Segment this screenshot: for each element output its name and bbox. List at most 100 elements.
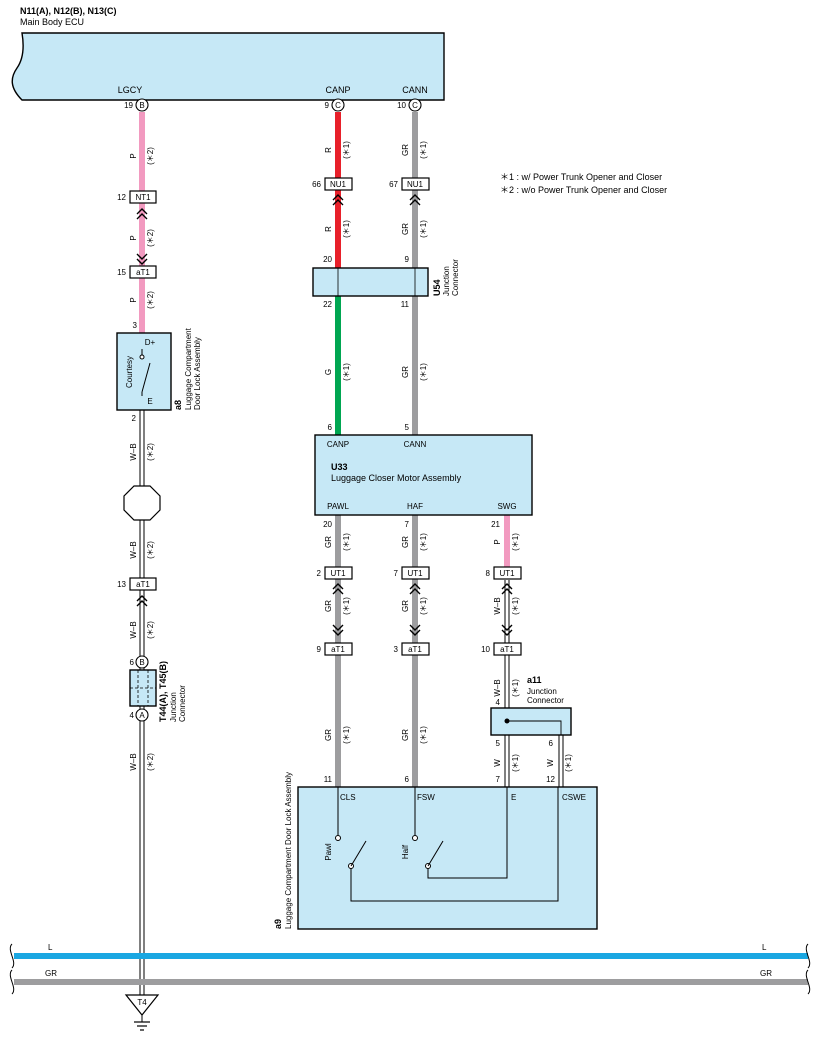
svg-text:W–B: W–B <box>129 753 138 770</box>
connector-at1-3: aT1 <box>408 645 422 654</box>
svg-text:W: W <box>546 759 555 767</box>
svg-text:3: 3 <box>133 321 138 330</box>
svg-text:G: G <box>324 369 333 375</box>
svg-text:22: 22 <box>323 300 332 309</box>
svg-text:Junction: Junction <box>527 687 557 696</box>
svg-text:10: 10 <box>481 645 490 654</box>
svg-text:GR: GR <box>324 729 333 741</box>
svg-text:5: 5 <box>405 423 410 432</box>
svg-text:E: E <box>147 397 152 406</box>
svg-text:(＊2): (＊2) <box>146 621 155 639</box>
svg-text:20: 20 <box>323 520 332 529</box>
u33-motor-assembly: CANP CANN U33 Luggage Closer Motor Assem… <box>314 434 533 516</box>
connector-nu1-67: NU1 <box>407 180 424 189</box>
svg-text:P: P <box>129 297 138 302</box>
svg-text:GR: GR <box>401 536 410 548</box>
connector-at1-15: aT1 <box>136 268 150 277</box>
svg-text:GR: GR <box>401 223 410 235</box>
svg-text:Connector: Connector <box>527 696 564 705</box>
svg-text:Connector: Connector <box>178 685 187 722</box>
svg-text:(＊2): (＊2) <box>146 147 155 165</box>
bus-gr-right: GR <box>760 969 772 978</box>
svg-text:9: 9 <box>405 255 410 264</box>
svg-text:A: A <box>139 711 145 720</box>
a8-switch-label: Courtesy <box>125 356 134 388</box>
a8-id: a8 <box>173 400 183 410</box>
svg-text:7: 7 <box>394 569 399 578</box>
svg-text:4: 4 <box>130 711 135 720</box>
svg-text:W–B: W–B <box>129 443 138 460</box>
u33-id: U33 <box>331 462 348 472</box>
bus-l-left: L <box>48 943 53 952</box>
svg-text:GR: GR <box>401 729 410 741</box>
svg-text:CANP: CANP <box>327 440 349 449</box>
svg-text:E: E <box>511 793 516 802</box>
svg-text:12: 12 <box>546 775 555 784</box>
svg-text:B: B <box>139 658 144 667</box>
ecu-pins: B 19 C 9 C 10 <box>124 98 422 112</box>
svg-text:(＊2): (＊2) <box>146 753 155 771</box>
connector-at1-9: aT1 <box>331 645 345 654</box>
svg-text:13: 13 <box>117 580 126 589</box>
svg-text:7: 7 <box>405 520 410 529</box>
bus-l-right: L <box>762 943 767 952</box>
svg-text:GR: GR <box>401 600 410 612</box>
svg-text:D+: D+ <box>145 338 156 347</box>
connector-ut1-7: UT1 <box>407 569 423 578</box>
svg-text:(＊1): (＊1) <box>511 533 520 551</box>
svg-text:Luggage Compartment: Luggage Compartment <box>184 327 193 410</box>
svg-text:HAF: HAF <box>407 502 423 511</box>
a9-name: Luggage Compartment Door Lock Assembly <box>284 772 293 929</box>
connector-ut1-8: UT1 <box>499 569 515 578</box>
svg-text:6: 6 <box>405 775 410 784</box>
lgcy-branch: P (＊2) P (＊2) P (＊2) NT1 12 aT1 15 3 D+ … <box>116 147 202 1031</box>
svg-text:(＊2): (＊2) <box>146 541 155 559</box>
ground-label: T4 <box>137 998 147 1007</box>
svg-text:P: P <box>493 539 502 544</box>
svg-text:(＊2): (＊2) <box>146 291 155 309</box>
svg-text:(＊1): (＊1) <box>342 533 351 551</box>
svg-text:GR: GR <box>324 600 333 612</box>
u54-id: U54 <box>432 279 442 296</box>
svg-text:(＊1): (＊1) <box>419 726 428 744</box>
pin-19: 19 <box>124 101 133 110</box>
ecu-pin-canp: CANP <box>325 85 350 95</box>
svg-text:66: 66 <box>312 180 321 189</box>
u33-outputs: 20 7 21 GR (＊1) GR (＊1) P (＊1) UT1 2 UT1… <box>317 520 573 784</box>
svg-text:6: 6 <box>328 423 333 432</box>
svg-text:GR: GR <box>401 144 410 156</box>
svg-text:P: P <box>129 235 138 240</box>
svg-text:6: 6 <box>549 739 554 748</box>
svg-text:Junction: Junction <box>442 266 451 296</box>
svg-text:(＊1): (＊1) <box>342 220 351 238</box>
svg-text:(＊1): (＊1) <box>564 754 573 772</box>
svg-text:Junction: Junction <box>169 692 178 722</box>
svg-text:9: 9 <box>317 645 322 654</box>
bus-gr-left: GR <box>45 969 57 978</box>
svg-text:GR: GR <box>324 536 333 548</box>
svg-text:15: 15 <box>117 268 126 277</box>
svg-text:7: 7 <box>496 775 501 784</box>
ecu-pin-lgcy: LGCY <box>118 85 143 95</box>
svg-text:2: 2 <box>317 569 322 578</box>
svg-text:(＊1): (＊1) <box>511 679 520 697</box>
svg-text:(＊1): (＊1) <box>511 597 520 615</box>
svg-text:C: C <box>335 101 341 110</box>
notes: ＊1 : w/ Power Trunk Opener and Closer ＊2… <box>500 172 667 195</box>
svg-text:Connector: Connector <box>451 259 460 296</box>
svg-text:21: 21 <box>491 520 500 529</box>
pin-9: 9 <box>325 101 330 110</box>
svg-text:4: 4 <box>496 698 501 707</box>
svg-text:(＊1): (＊1) <box>419 141 428 159</box>
pin-10: 10 <box>397 101 406 110</box>
svg-text:67: 67 <box>389 180 398 189</box>
svg-text:(＊2): (＊2) <box>146 229 155 247</box>
svg-text:W–B: W–B <box>493 597 502 614</box>
svg-text:P: P <box>129 153 138 158</box>
svg-text:(＊1): (＊1) <box>342 141 351 159</box>
svg-text:5: 5 <box>496 739 501 748</box>
svg-text:(＊1): (＊1) <box>419 363 428 381</box>
ecu-name: Main Body ECU <box>20 17 84 27</box>
svg-text:11: 11 <box>324 775 333 784</box>
